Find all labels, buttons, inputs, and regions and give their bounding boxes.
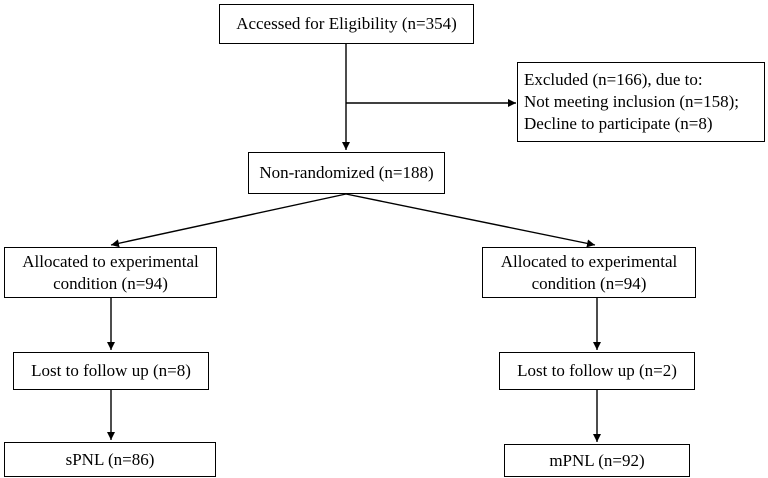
right-lost-box: Lost to follow up (n=2): [499, 352, 695, 390]
left-lost-box: Lost to follow up (n=8): [13, 352, 209, 390]
left-allocation-line-1: Allocated to experimental: [22, 251, 199, 271]
excluded-box: Excluded (n=166), due to: Not meeting in…: [517, 62, 765, 142]
left-final-text: sPNL (n=86): [65, 449, 155, 469]
left-lost-text: Lost to follow up (n=8): [31, 361, 191, 380]
left-allocation-box: Allocated to experimental condition (n=9…: [4, 247, 217, 298]
non-randomized-text: Non-randomized (n=188): [259, 163, 434, 182]
excluded-line-3: Decline to participate (n=8): [524, 114, 713, 133]
right-lost-text: Lost to follow up (n=2): [517, 361, 677, 380]
right-allocation-line-1: Allocated to experimental: [500, 251, 678, 271]
right-allocation-line-2: condition (n=94): [531, 273, 647, 293]
excluded-line-2: Not meeting inclusion (n=158);: [524, 92, 739, 111]
right-allocation-box: Allocated to experimental condition (n=9…: [482, 247, 696, 298]
arrow-to-right-allocation: [345, 193, 596, 248]
non-randomized-box: Non-randomized (n=188): [248, 152, 445, 194]
right-final-text: mPNL (n=92): [549, 450, 645, 470]
arrow-to-left-allocation: [110, 193, 347, 248]
left-allocation-line-2: condition (n=94): [53, 273, 168, 293]
eligibility-box: Accessed for Eligibility (n=354): [219, 4, 474, 44]
eligibility-text: Accessed for Eligibility (n=354): [236, 14, 457, 33]
excluded-line-1: Excluded (n=166), due to:: [524, 70, 703, 89]
left-final-box: sPNL (n=86): [4, 442, 216, 477]
right-final-box: mPNL (n=92): [504, 444, 690, 477]
